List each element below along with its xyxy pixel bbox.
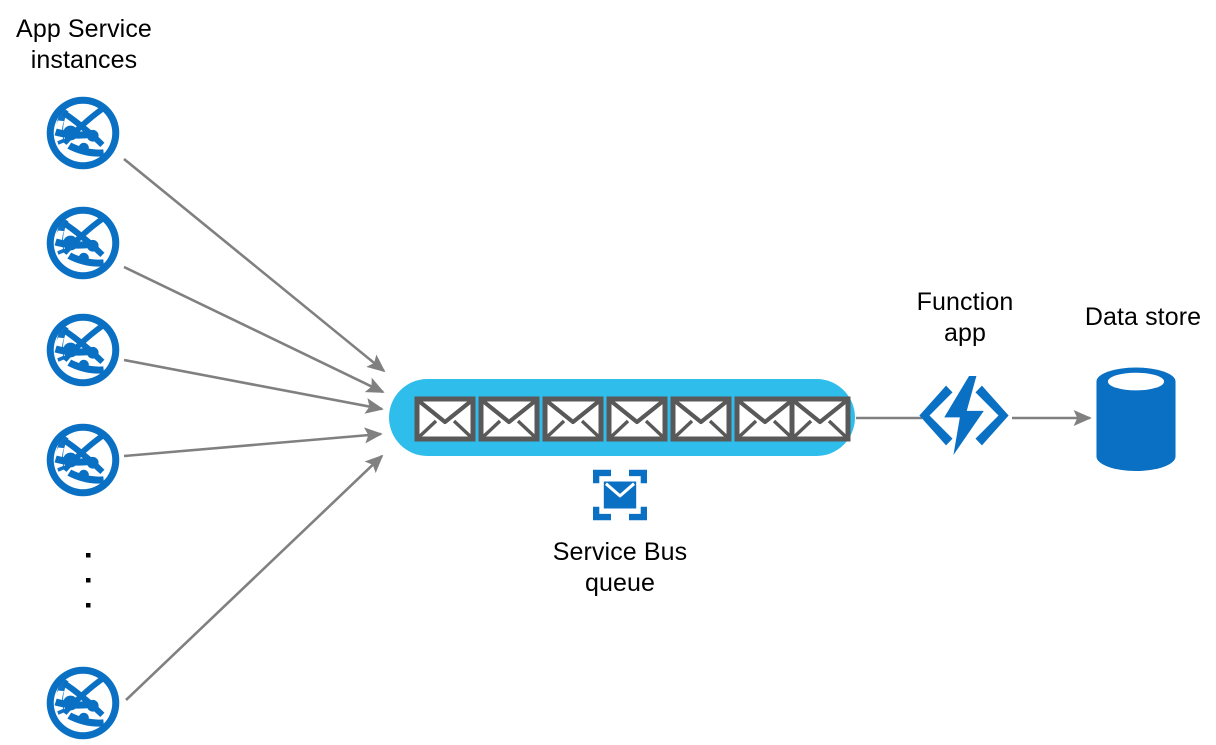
instances-ellipsis bbox=[86, 553, 91, 608]
envelope-icon bbox=[481, 399, 537, 439]
function-app-label: Function app bbox=[916, 288, 1014, 347]
service-bus-queue-label: Service Bus queue bbox=[552, 538, 688, 597]
envelope-icon bbox=[545, 399, 601, 439]
service-bus-queue[interactable] bbox=[389, 379, 855, 456]
connector-instance-1-to-queue bbox=[123, 157, 386, 373]
connector-instance-2-to-queue bbox=[123, 265, 385, 394]
connector-instance-3-to-queue bbox=[123, 358, 384, 414]
connector-instance-5-to-queue bbox=[125, 454, 384, 701]
envelope-icon bbox=[673, 399, 729, 439]
app-service-globe-icon[interactable] bbox=[46, 313, 120, 387]
data-store-label: Data store bbox=[1084, 303, 1202, 331]
envelope-icon bbox=[609, 399, 665, 439]
envelope-icon bbox=[417, 399, 473, 439]
envelope-icon bbox=[737, 399, 793, 439]
connector-group-app-service-to-queue bbox=[123, 157, 386, 701]
app-service-globe-icon[interactable] bbox=[46, 96, 120, 170]
app-service-globe-icon[interactable] bbox=[46, 423, 120, 497]
app-service-globe-icon[interactable] bbox=[46, 666, 120, 740]
connector-instance-4-to-queue bbox=[123, 427, 383, 458]
service-bus-queue-icon bbox=[591, 468, 649, 522]
azure-functions-icon[interactable] bbox=[919, 375, 1009, 456]
app-service-globe-icon[interactable] bbox=[46, 206, 120, 280]
envelope-icon bbox=[792, 399, 848, 439]
database-cylinder-icon[interactable] bbox=[1096, 367, 1176, 471]
app-service-instance-group bbox=[46, 96, 120, 740]
app-service-label: App Service instances bbox=[16, 15, 152, 74]
queue-messages bbox=[417, 399, 848, 439]
